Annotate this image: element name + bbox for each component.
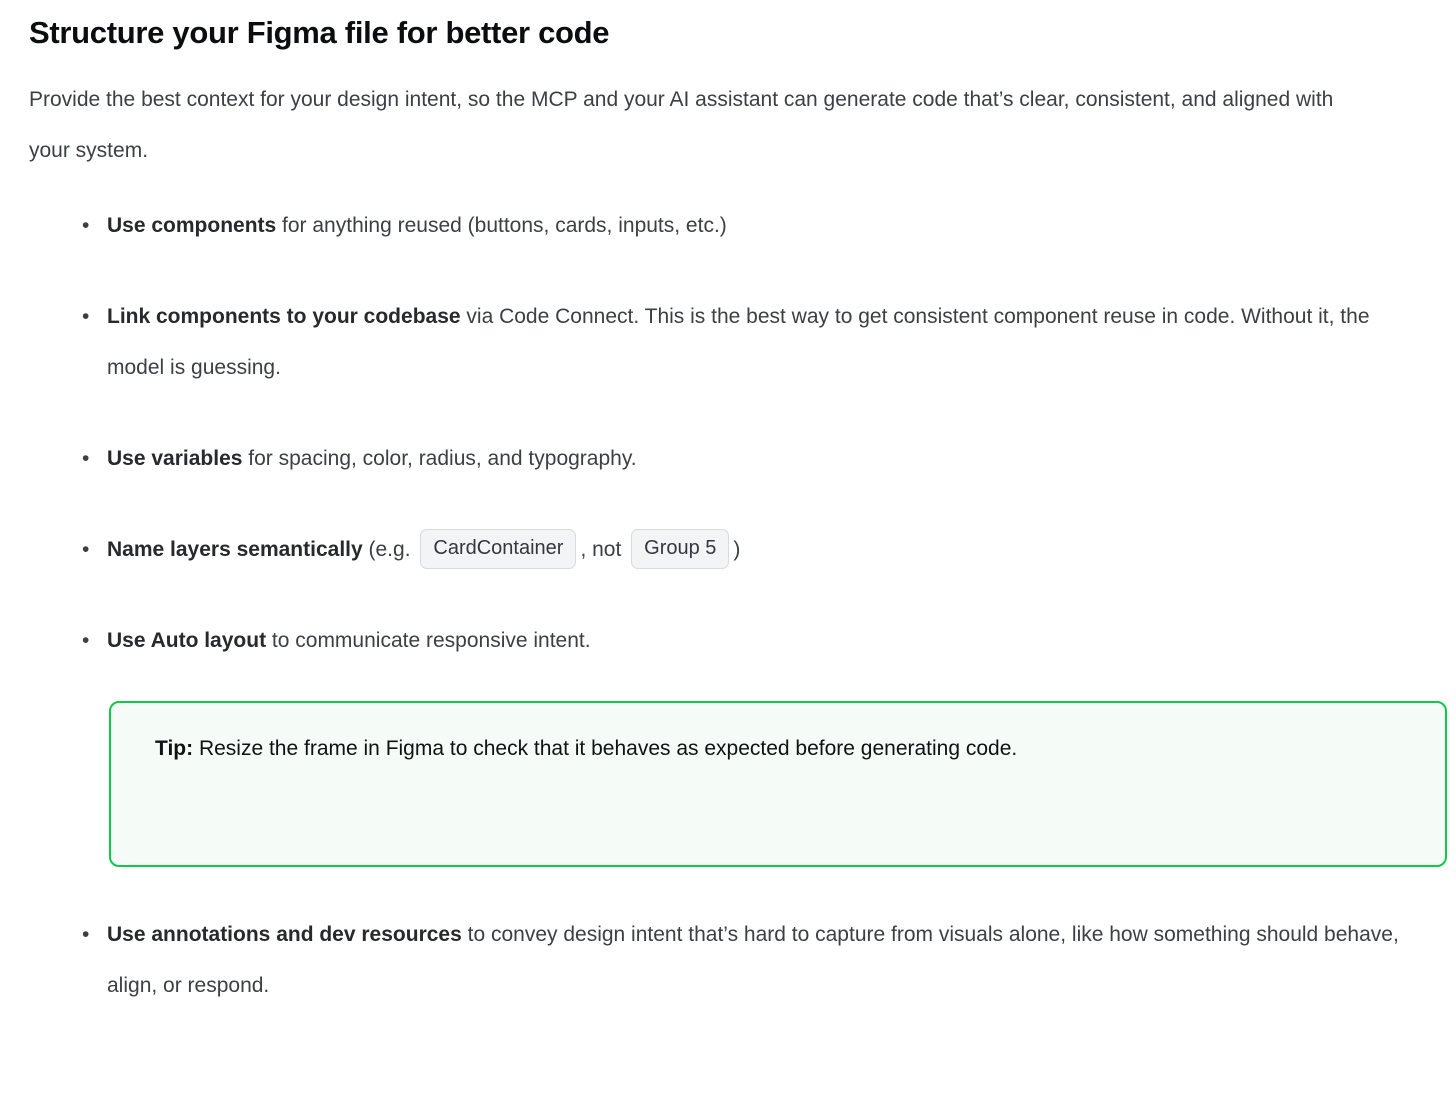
list-item-text: to convey design intent that’s hard to c… xyxy=(107,923,1399,997)
list-item-text: for anything reused (buttons, cards, inp… xyxy=(276,214,727,237)
tip-label: Tip: xyxy=(155,737,194,760)
bullet-marker-icon: • xyxy=(82,305,90,328)
intro-paragraph: Provide the best context for your design… xyxy=(29,88,1334,162)
tip-callout-wrapper: Tip: Resize the frame in Figma to check … xyxy=(0,701,1456,867)
list-item-emphasis: Use variables xyxy=(107,447,243,470)
guidelines-list: • Use components for anything reused (bu… xyxy=(0,200,1456,1011)
code-chip-cardcontainer: CardContainer xyxy=(420,529,577,569)
list-item-use-annotations: • Use annotations and dev resources to c… xyxy=(0,909,1456,1011)
bullet-marker-icon: • xyxy=(82,923,90,946)
bullet-marker-icon: • xyxy=(82,447,90,470)
bullet-marker-icon: • xyxy=(82,629,90,652)
list-item-emphasis: Use annotations and dev resources xyxy=(107,923,462,946)
list-item-name-layers: • Name layers semantically (e.g. CardCon… xyxy=(0,524,1456,575)
list-item-text: for spacing, color, radius, and typograp… xyxy=(242,447,637,470)
list-item-text: via Code Connect. This is the best way t… xyxy=(107,305,1370,379)
list-item-link-components: • Link components to your codebase via C… xyxy=(0,291,1456,393)
list-item-emphasis: Name layers semantically xyxy=(107,538,363,561)
list-item-text: (e.g. xyxy=(362,538,417,561)
list-item-emphasis: Use Auto layout xyxy=(107,629,267,652)
tip-callout: Tip: Resize the frame in Figma to check … xyxy=(109,701,1447,867)
bullet-marker-icon: • xyxy=(82,538,90,561)
code-chip-group-5: Group 5 xyxy=(631,529,730,569)
tip-text: Tip: Resize the frame in Figma to check … xyxy=(155,723,1415,775)
bullet-marker-icon: • xyxy=(82,214,90,237)
tip-body: Resize the frame in Figma to check that … xyxy=(193,737,1018,760)
page-title: Structure your Figma file for better cod… xyxy=(29,15,610,50)
list-item-use-variables: • Use variables for spacing, color, radi… xyxy=(0,433,1456,484)
list-item-emphasis: Link components to your codebase xyxy=(107,305,461,328)
list-item-emphasis: Use components xyxy=(107,214,277,237)
list-item-text: to communicate responsive intent. xyxy=(266,629,591,652)
list-item-text-mid: , not xyxy=(580,538,628,561)
list-item-use-auto-layout: • Use Auto layout to communicate respons… xyxy=(0,615,1456,666)
list-item-text-tail: ) xyxy=(733,538,741,561)
list-item-use-components: • Use components for anything reused (bu… xyxy=(0,200,1456,251)
